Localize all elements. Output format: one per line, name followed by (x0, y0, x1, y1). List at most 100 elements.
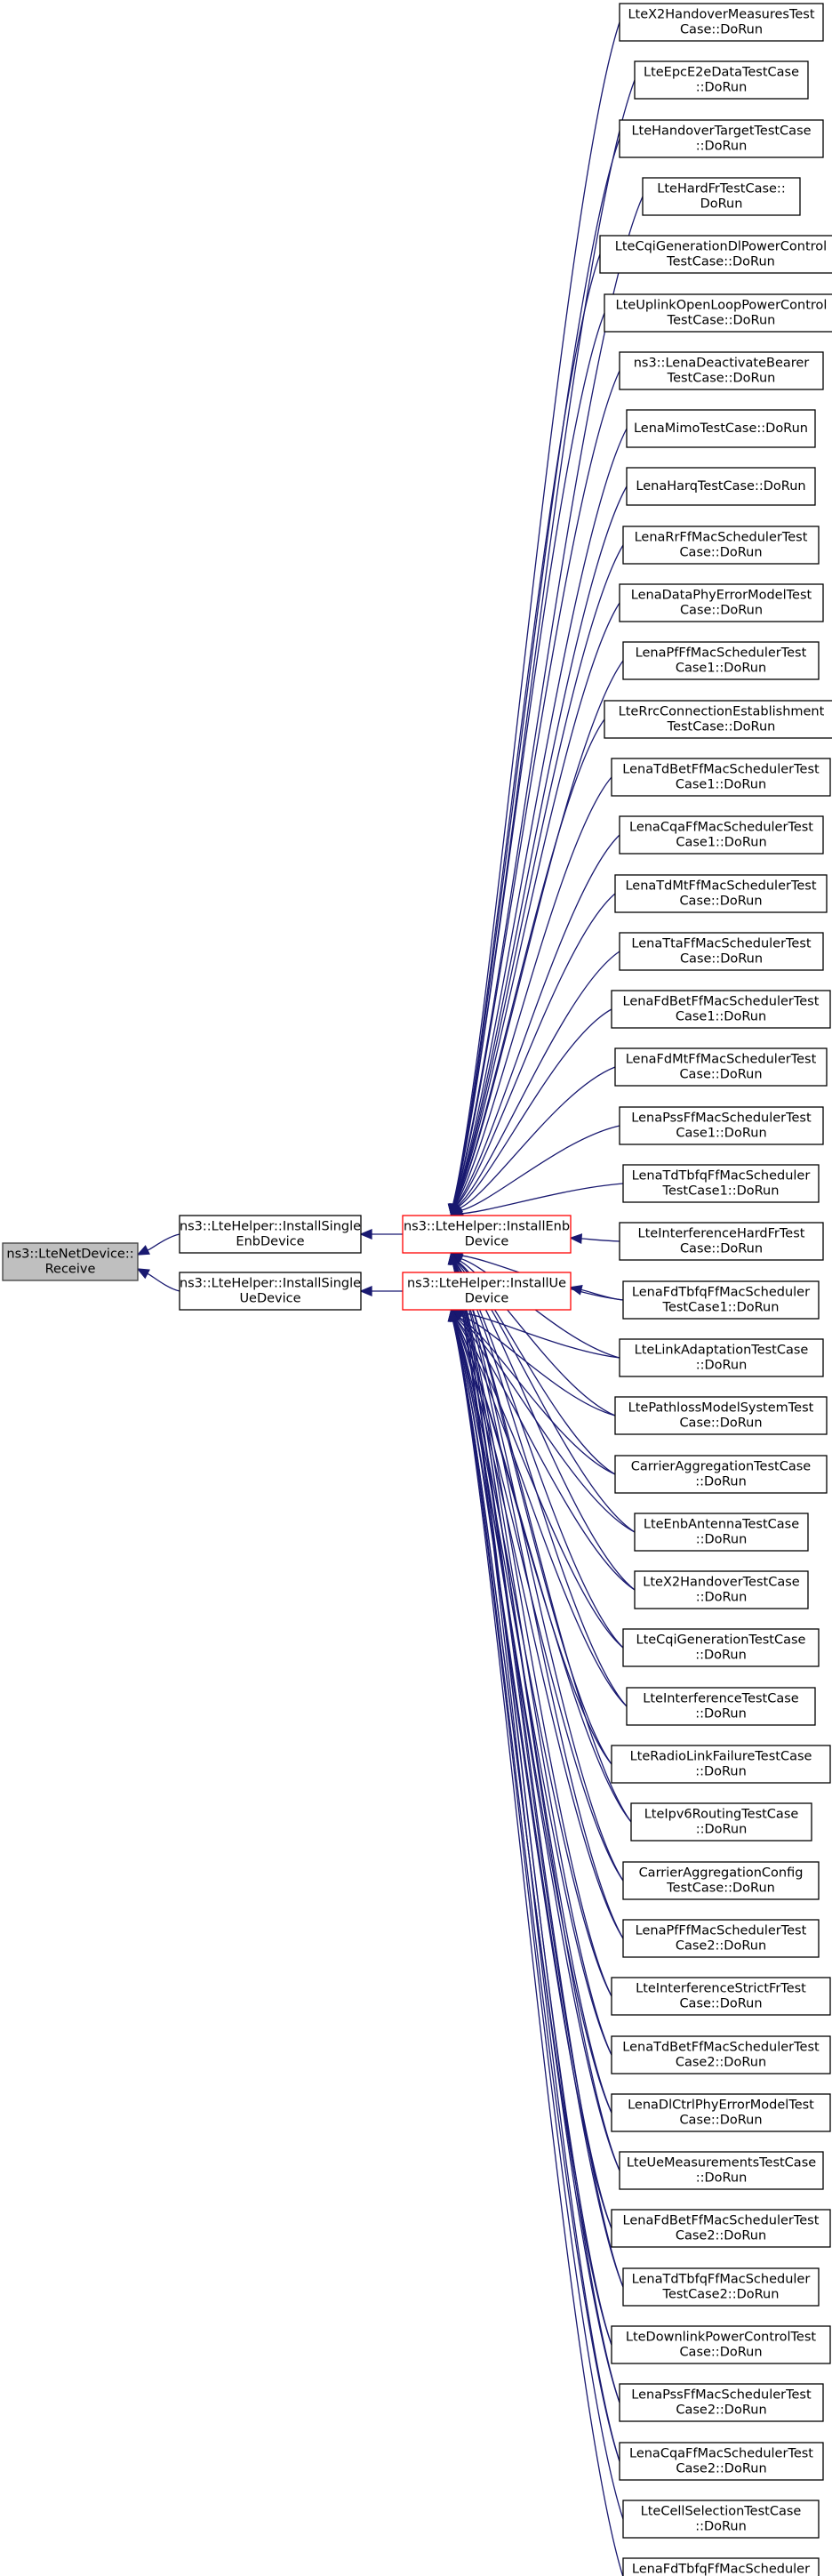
node-lteenbantennatestcase-dorun-label: ::DoRun (696, 1533, 748, 1547)
node-ltehandovertargettestcase-dorun-label: LteHandoverTargetTestCase (631, 124, 811, 139)
node-ltelinkadaptationtestcase-dorun-label: ::DoRun (696, 1359, 748, 1373)
node-lenadataphyerrormodeltestcase-dorun-label: LenaDataPhyErrorModelTest (631, 589, 812, 603)
node-lenacqaffmacschedulertestcase2-dorun-box (619, 2442, 824, 2481)
edge-lenafdtbfqffmacschedulertestcase1-dorun-to-install-ue (569, 1284, 624, 1301)
node-lteradiolinkfailuretestcase-dorun[interactable]: LteRadioLinkFailureTestCase::DoRun (611, 1745, 831, 1784)
node-install-ue-label: Device (465, 1292, 509, 1306)
node-lenattaffmacschedulertestcase-dorun-label: Case::DoRun (680, 952, 763, 967)
node-carrieraggregationtestcase-dorun[interactable]: CarrierAggregationTestCase::DoRun (614, 1455, 828, 1494)
node-lteenbantennatestcase-dorun[interactable]: LteEnbAntennaTestCase::DoRun (634, 1513, 809, 1552)
node-ltecellselectiontestcase-dorun-box (622, 2500, 820, 2539)
node-lenarrffmacschedulertestcase-dorun-label: Case::DoRun (679, 546, 762, 560)
node-lteuemeasurementstestcase-dorun-label: ::DoRun (696, 2171, 748, 2186)
node-lenatdtbfqffmacschedulertestcase2-dorun-label: LenaTdTbfqFfMacScheduler (632, 2273, 811, 2287)
node-lenafdbetffmacschedulertestcase1-dorun-label: Case1::DoRun (676, 1010, 766, 1024)
node-lenapssffmacschedulertestcase2-dorun-label: LenaPssFfMacSchedulerTest (631, 2388, 812, 2403)
node-lte-net-device-receive-label: ns3::LteNetDevice:: (6, 1248, 133, 1262)
node-install-enb-label: Device (465, 1235, 509, 1249)
edge-lenacqaffmacschedulertestcase2-dorun-to-install-enb (447, 1251, 620, 2462)
node-lterrcconnectionestablishmenttestcase-dorun[interactable]: LteRrcConnectionEstablishmentTestCase::D… (604, 700, 832, 739)
node-lteinterferencetestcase-dorun[interactable]: LteInterferenceTestCase::DoRun (626, 1687, 816, 1726)
node-lteepce2edatatestcase-dorun[interactable]: LteEpcE2eDataTestCase::DoRun (634, 60, 809, 100)
node-lenaharqtestcase-dorun[interactable]: LenaHarqTestCase::DoRun (626, 467, 816, 506)
node-lteenbantennatestcase-dorun-label: LteEnbAntennaTestCase (644, 1518, 799, 1532)
node-lteuemeasurementstestcase-dorun[interactable]: LteUeMeasurementsTestCase::DoRun (619, 2151, 824, 2190)
node-ltehardfrtestcase-dorun[interactable]: LteHardFrTestCase::DoRun (642, 177, 801, 216)
edge-install-enb-to-install-single-enb (359, 1229, 404, 1240)
node-lenapfffmacschedulertestcase1-dorun-label: Case1::DoRun (676, 662, 766, 676)
node-carrieraggregationconfigtestcase-dorun-box (622, 1861, 820, 1900)
node-lenatdbetffmacschedulertestcase1-dorun-label: LenaTdBetFfMacSchedulerTest (622, 763, 820, 777)
node-ltedownlinkpowercontroltestcase-dorun-box (611, 2325, 831, 2364)
node-lteenbantennatestcase-dorun-box (634, 1513, 809, 1552)
node-lenapssffmacschedulertestcase2-dorun-label: Case2::DoRun (676, 2403, 766, 2418)
node-lenarrffmacschedulertestcase-dorun-box (622, 526, 820, 565)
node-ltex2handovermeasurestestcase-dorun-label: Case::DoRun (680, 23, 763, 37)
edge-install-single-enb-to-root (136, 1233, 180, 1256)
node-install-single-ue-label: ns3::LteHelper::InstallSingle (180, 1277, 361, 1291)
node-lenapssffmacschedulertestcase1-dorun-label: LenaPssFfMacSchedulerTest (631, 1111, 812, 1126)
node-lteinterferencehardfrtestcase-dorun-label: LteInterferenceHardFrTest (638, 1227, 805, 1241)
node-lenatdbetffmacschedulertestcase1-dorun-label: Case1::DoRun (676, 778, 766, 792)
node-lenafdtbfqffmacschedulertestcase2-dorun-box (622, 2557, 820, 2576)
node-ltex2handovertestcase-dorun-box (634, 1570, 809, 1609)
node-ltecellselectiontestcase-dorun[interactable]: LteCellSelectionTestCase::DoRun (622, 2500, 820, 2539)
node-lteepce2edatatestcase-dorun-label: ::DoRun (696, 81, 748, 95)
node-carrieraggregationconfigtestcase-dorun-label: TestCase::DoRun (666, 1882, 775, 1896)
node-lteuemeasurementstestcase-dorun-label: LteUeMeasurementsTestCase (627, 2156, 816, 2171)
node-lenafdbetffmacschedulertestcase2-dorun-box (611, 2209, 831, 2248)
node-lenamimotestcase-dorun[interactable]: LenaMimoTestCase::DoRun (626, 409, 816, 448)
node-ltecqigenerationdlpowercontroltestcase-dorun[interactable]: LteCqiGenerationDlPowerControlTestCase::… (599, 235, 832, 274)
node-lte-net-device-receive[interactable]: ns3::LteNetDevice::Receive (2, 1242, 139, 1281)
node-ltex2handovertestcase-dorun[interactable]: LteX2HandoverTestCase::DoRun (634, 1570, 809, 1609)
node-lenatdbetffmacschedulertestcase1-dorun-box (611, 758, 831, 797)
node-lteipv6routingtestcase-dorun[interactable]: LteIpv6RoutingTestCase::DoRun (630, 1802, 812, 1842)
edge-install-ue-to-install-single-ue (359, 1286, 404, 1296)
node-ltecqigenerationdlpowercontroltestcase-dorun-label: LteCqiGenerationDlPowerControl (615, 240, 827, 254)
node-lteinterferencetestcase-dorun-box (626, 1687, 816, 1726)
node-lteradiolinkfailuretestcase-dorun-label: ::DoRun (695, 1765, 747, 1779)
node-lenapfffmacschedulertestcase1-dorun-label: LenaPfFfMacSchedulerTest (636, 646, 807, 661)
node-ltehandovertargettestcase-dorun[interactable]: LteHandoverTargetTestCase::DoRun (619, 119, 824, 158)
node-lenafdtbfqffmacschedulertestcase2-dorun[interactable]: LenaFdTbfqFfMacSchedulerTestCase2::DoRun (622, 2557, 820, 2576)
node-lteuplinkopenlooppowercontroltestcase-dorun[interactable]: LteUplinkOpenLoopPowerControlTestCase::D… (604, 293, 832, 333)
node-lenattaffmacschedulertestcase-dorun-box (619, 932, 824, 971)
node-ltecqigenerationtestcase-dorun[interactable]: LteCqiGenerationTestCase::DoRun (622, 1628, 820, 1667)
node-lenadataphyerrormodeltestcase-dorun-label: Case::DoRun (680, 604, 763, 618)
node-ltelinkadaptationtestcase-dorun[interactable]: LteLinkAdaptationTestCase::DoRun (619, 1338, 824, 1377)
node-ltehardfrtestcase-dorun-box (642, 177, 801, 216)
node-lteipv6routingtestcase-dorun-label: ::DoRun (696, 1823, 748, 1837)
node-lenattaffmacschedulertestcase-dorun-label: LenaTtaFfMacSchedulerTest (631, 937, 812, 951)
node-lteuplinkopenlooppowercontroltestcase-dorun-label: TestCase::DoRun (667, 314, 776, 328)
